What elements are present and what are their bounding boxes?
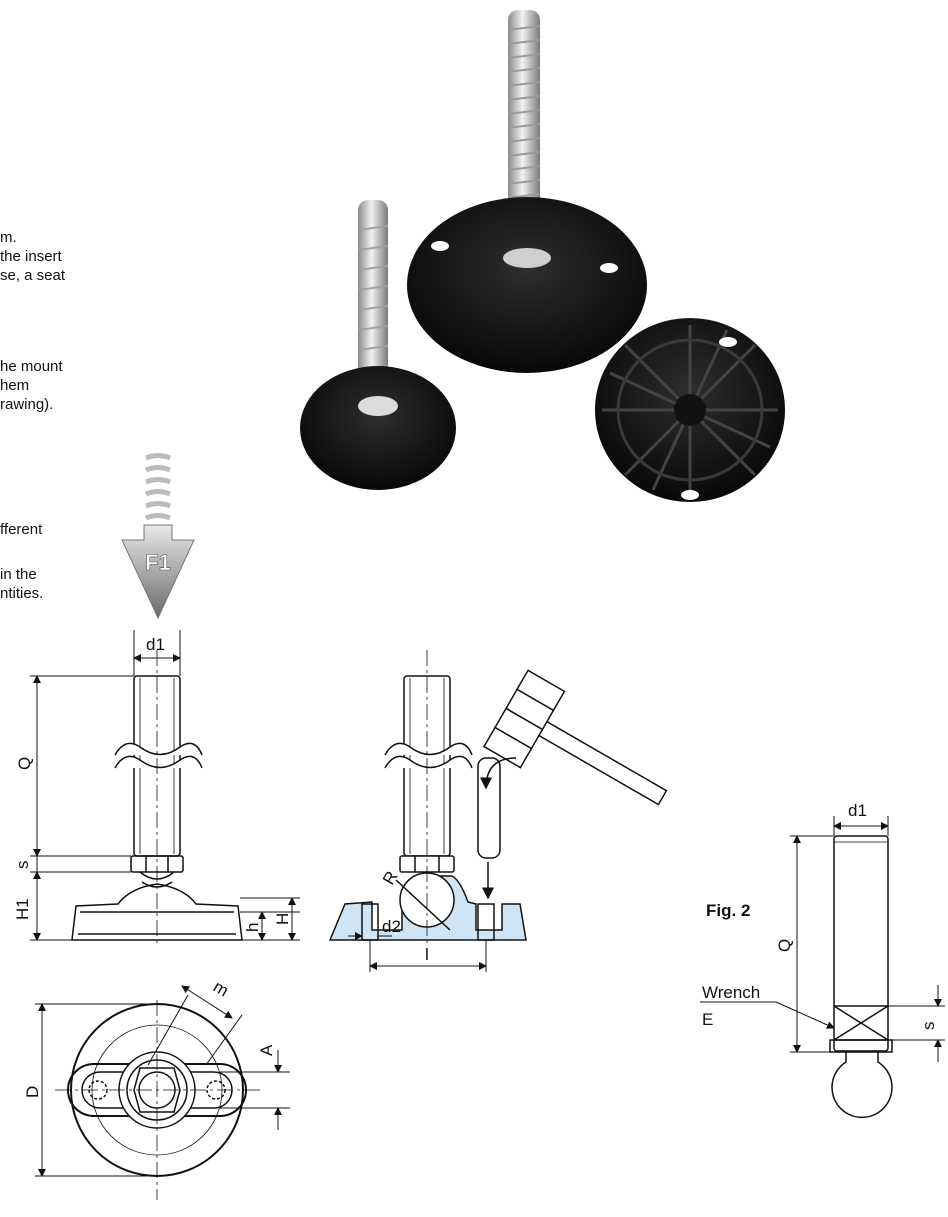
dim-d2: d2 — [382, 917, 401, 936]
text-line-5: hem — [0, 377, 30, 394]
dim-a: A — [257, 1044, 276, 1056]
text-line-4: he mount — [0, 358, 63, 375]
plan-view-drawing — [55, 1000, 260, 1200]
assembly-drawing — [328, 650, 668, 945]
text-line-8: in the — [0, 566, 37, 583]
text-line-7: fferent — [0, 521, 43, 538]
figure-label: Fig. 2 — [706, 901, 750, 920]
text-line-9: ntities. — [0, 585, 44, 602]
dim-d-diameter: D — [23, 1086, 42, 1098]
dim-h-small: h — [243, 923, 262, 932]
dim-d1-fig2: d1 — [848, 801, 867, 820]
dim-s-fig2: s — [919, 1022, 938, 1031]
dim-m: m — [210, 977, 232, 1001]
wrench-value: E — [702, 1010, 713, 1029]
text-line-1: m. — [0, 229, 17, 246]
dim-r: R — [379, 868, 402, 888]
arrow-label: F1 — [145, 550, 171, 575]
dim-l: l — [425, 945, 429, 964]
wrench-label: Wrench — [702, 983, 760, 1002]
text-line-2: the insert — [0, 248, 62, 265]
fig2-drawing — [829, 835, 893, 1119]
dim-d1-left: d1 — [146, 635, 165, 654]
load-arrow-icon: F1 — [121, 453, 195, 620]
dim-h: H — [273, 913, 292, 925]
dim-h1: H1 — [13, 898, 32, 920]
product-photo — [300, 10, 785, 502]
text-line-3: se, a seat — [0, 267, 66, 284]
dim-s-left: s — [13, 861, 32, 870]
dim-q-left: Q — [15, 757, 34, 770]
dim-q-fig2: Q — [775, 939, 794, 952]
text-line-6: rawing). — [0, 396, 54, 413]
side-view-drawing — [71, 650, 243, 945]
